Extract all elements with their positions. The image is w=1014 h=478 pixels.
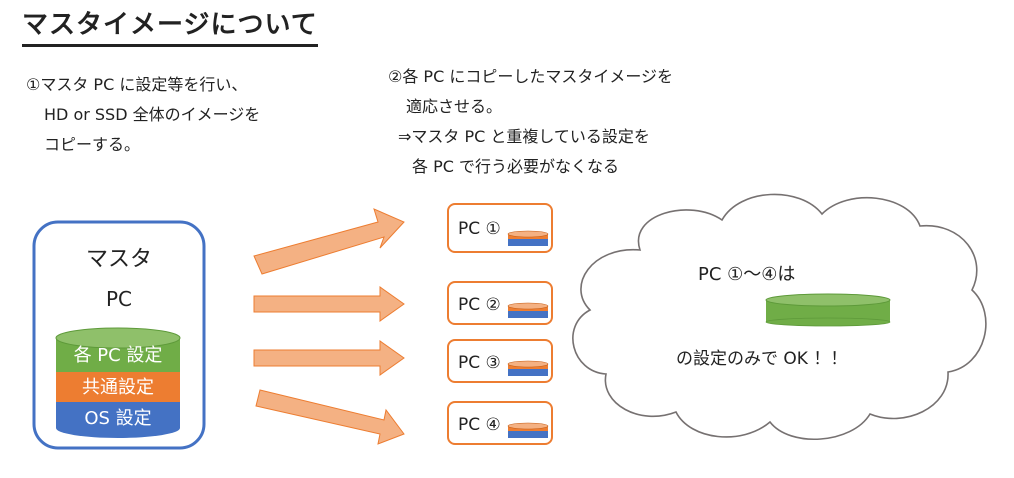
layer-bottom-body [56, 400, 180, 438]
pc-box-4-label: PC ④ [458, 415, 501, 435]
pc-box-1: PC ① [447, 203, 553, 253]
master-pc: マスタ PC 各 PC 設定 共通設定 OS 設定 [32, 220, 206, 450]
pc-box-4: PC ④ [447, 401, 553, 445]
cloud-line2: の設定のみで OK ！！ [676, 349, 847, 369]
arrow-to-pc2 [253, 286, 405, 322]
step2-note: ②各 PC にコピーしたマスタイメージを 適応させる。 ⇒マスタ PC と重複し… [388, 62, 673, 182]
arrow-to-pc3 [253, 340, 405, 376]
pc-box-3: PC ③ [447, 339, 553, 383]
step1-note: ①マスタ PC に設定等を行い、 HD or SSD 全体のイメージを コピーす… [26, 70, 260, 160]
arrow-to-pc1 [253, 208, 405, 275]
page-title: マスタイメージについて [22, 8, 318, 47]
master-pc-label-line2: PC [106, 287, 132, 311]
arrow-to-pc4 [255, 389, 405, 445]
step2-line3: ⇒マスタ PC と重複している設定を [398, 127, 650, 146]
cloud-disk-icon [765, 293, 891, 327]
pc-box-3-label: PC ③ [458, 353, 501, 373]
arrows [253, 208, 405, 445]
step1-line3: コピーする。 [44, 135, 141, 154]
layer-top-label: 各 PC 設定 [74, 345, 163, 366]
layer-bottom-label: OS 設定 [84, 408, 151, 429]
step1-line2: HD or SSD 全体のイメージを [44, 105, 261, 124]
pc-box-2-label: PC ② [458, 295, 501, 315]
pc-box-1-disk-icon [507, 230, 549, 246]
layer-top-cap [55, 327, 181, 349]
pc-box-3-disk-icon [507, 360, 549, 376]
layer-middle-body [56, 370, 180, 402]
pc-box-2: PC ② [447, 281, 553, 325]
pc-box-1-label: PC ① [458, 219, 501, 239]
cloud-callout: PC ①～④は の設定のみで OK ！！ [572, 193, 987, 440]
step1-line1: ①マスタ PC に設定等を行い、 [26, 75, 248, 94]
layer-middle-label: 共通設定 [82, 377, 154, 398]
pc-box-2-disk-icon [507, 302, 549, 318]
master-disk-stack: 各 PC 設定 共通設定 OS 設定 [55, 327, 181, 438]
step2-line1: ②各 PC にコピーしたマスタイメージを [388, 67, 674, 86]
pc-box-4-disk-icon [507, 422, 549, 438]
cloud-line1: PC ①～④は [698, 264, 795, 285]
step2-line2: 適応させる。 [406, 97, 503, 116]
step2-line4: 各 PC で行う必要がなくなる [412, 157, 619, 176]
master-pc-label-line1: マスタ [86, 247, 152, 272]
